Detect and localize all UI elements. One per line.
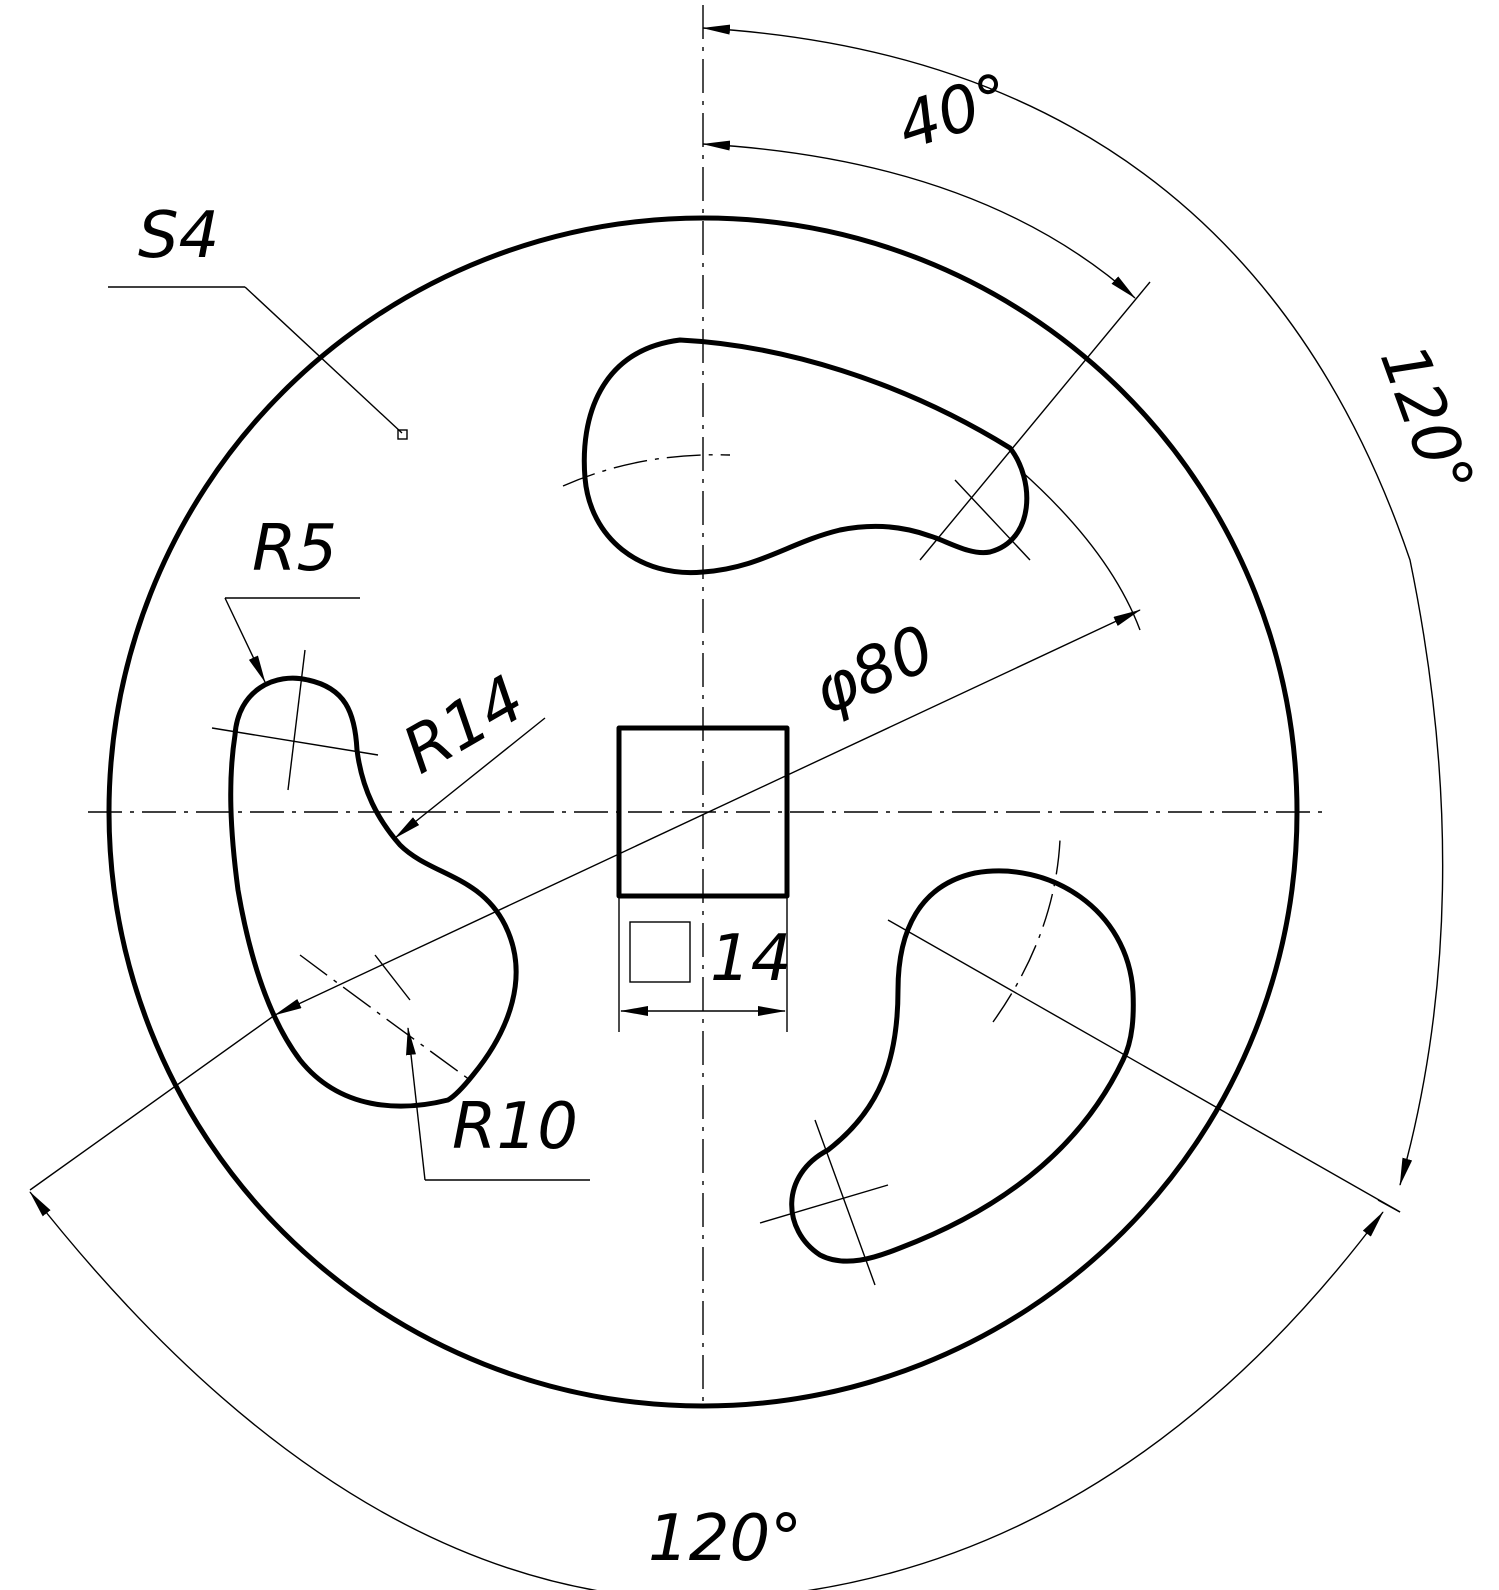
right-slot-arc — [992, 839, 1061, 1023]
center-lines — [88, 5, 1325, 1405]
square-dimension: 14 — [618, 896, 791, 1032]
right-slot-end-mark-2 — [759, 1184, 889, 1224]
right-slot-radial — [887, 919, 1401, 1213]
diameter-extension — [29, 1014, 276, 1191]
s4-leader — [244, 286, 403, 434]
top-slot-radial — [919, 281, 1151, 561]
angle-120-right-label: 120° — [1365, 335, 1487, 505]
radius-callouts: R5 R14 R10 — [224, 512, 590, 1181]
r5-label: R5 — [252, 512, 337, 586]
r10-label: R10 — [452, 1090, 578, 1164]
square-size-label: 14 — [710, 922, 791, 996]
left-slot-end-mark-2 — [287, 649, 306, 791]
left-slot-arc — [299, 954, 471, 1081]
angle-120-bottom-arc — [29, 1191, 1384, 1590]
r5-leader — [224, 597, 266, 683]
construction-lines — [211, 281, 1401, 1286]
diameter-label: φ80 — [802, 612, 945, 730]
angle-dimensions: 40° 120° 120° — [29, 24, 1487, 1590]
slot-top — [581, 337, 1030, 576]
slot-bottom-right — [789, 868, 1136, 1264]
square-symbol — [629, 921, 691, 983]
diameter-dimension: φ80 — [29, 609, 1141, 1191]
r14-leader — [394, 717, 546, 839]
angle-120-right-ext — [1377, 1199, 1401, 1213]
left-slot-end-mark-3 — [374, 954, 411, 1001]
r10-leader — [406, 1027, 426, 1181]
s4-point-marker — [397, 429, 408, 440]
top-slot-arc — [562, 454, 731, 487]
r14-label: R14 — [391, 662, 537, 789]
surface-callout: S4 — [108, 199, 408, 440]
angle-120-bottom-label: 120° — [648, 1502, 802, 1576]
s4-label: S4 — [138, 199, 219, 273]
angle-120-right-arc — [702, 24, 1444, 1186]
pitch-arc — [1019, 469, 1141, 631]
